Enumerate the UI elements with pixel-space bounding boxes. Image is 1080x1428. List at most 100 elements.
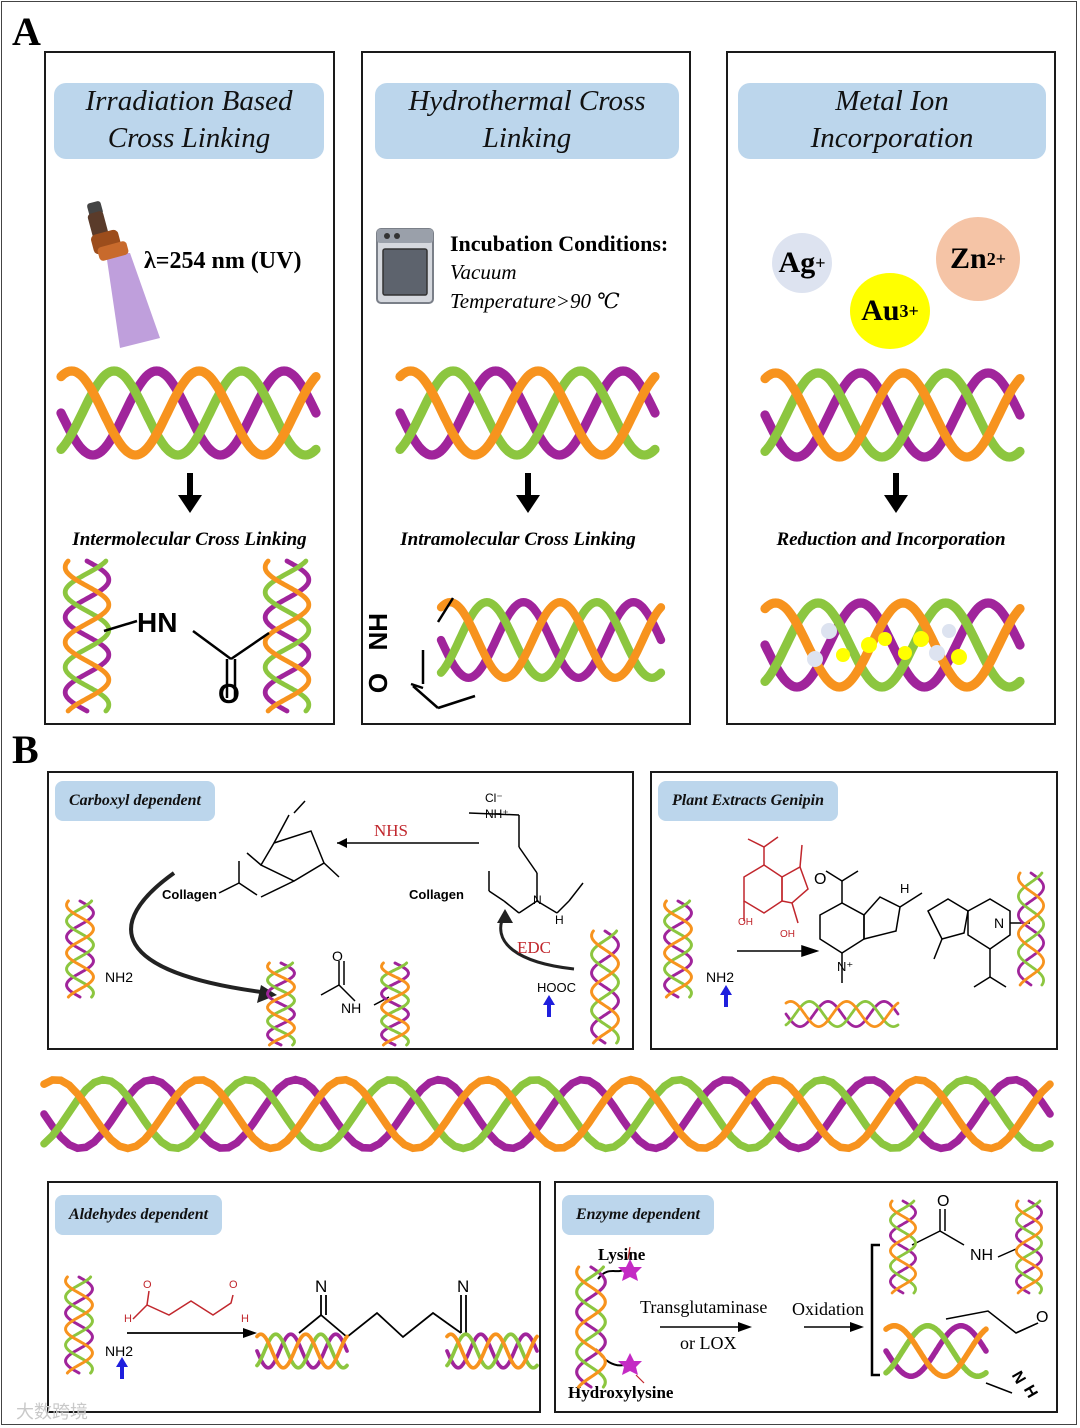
o-label-1: O (143, 1279, 152, 1291)
down-arrow-icon (178, 473, 202, 513)
watermark: 大数跨境 (16, 1402, 88, 1423)
nh-label: NH (970, 1247, 994, 1264)
hn-label: HN (363, 613, 393, 651)
hn-label: HN (137, 607, 178, 638)
helix-strand (889, 1199, 917, 1295)
helix-strand (1015, 1199, 1043, 1295)
helix-strand (266, 961, 296, 1047)
collagen-helix-small (883, 1323, 989, 1379)
hydrothermal-title-line2: Linking (482, 122, 572, 154)
helix-strand (445, 1332, 539, 1370)
helix-strand (64, 1275, 94, 1375)
nh2-label: NH2 (105, 1343, 134, 1359)
helix-strand (575, 1265, 607, 1389)
nh2-label: NH2 (706, 969, 735, 985)
collagen-helix-small (889, 1199, 917, 1295)
au-charge: 3+ (899, 300, 919, 321)
collagen-helix-right (262, 558, 312, 714)
collagen-helix-small (445, 1332, 539, 1370)
helix-strand (663, 899, 693, 999)
helix-strand (62, 558, 112, 714)
genipin-panel: Plant Extracts Genipin (650, 771, 1058, 1050)
oh-label-2: OH (780, 929, 795, 940)
collagen-helix (760, 368, 1025, 462)
uv-lamp-icon (87, 201, 160, 348)
helix-strand (1015, 1199, 1043, 1295)
helix-strand (266, 961, 296, 1047)
helix-strand (889, 1199, 917, 1295)
collagen-helix-small (1017, 871, 1045, 987)
collagen-helix-small (784, 1000, 900, 1028)
helix-strand (255, 1332, 349, 1370)
helix-strand (64, 1275, 94, 1375)
helix-strand (380, 961, 410, 1047)
helix-strand (760, 368, 1025, 462)
helix-strand (62, 558, 112, 714)
carboxyl-panel: Carboxyl dependent (47, 771, 634, 1050)
helix-strand (40, 1075, 1054, 1153)
helix-strand (64, 1275, 94, 1375)
collagen-label-2: Collagen (409, 887, 464, 902)
ag-ion: Ag+ (772, 233, 832, 293)
hydroxylysine-label: Hydroxylysine (568, 1383, 674, 1402)
helix-strand (266, 961, 296, 1047)
incubation-conditions-title: Incubation Conditions: (450, 231, 669, 256)
helix-strand (436, 598, 666, 682)
metal-ion-title-line2: Incorporation (810, 122, 974, 154)
n-label-2: N (457, 1277, 470, 1296)
irradiation-title: Irradiation Based Cross Linking (54, 83, 324, 159)
o-label: O (814, 871, 827, 888)
ammonium-label: NH⁺ (485, 807, 509, 821)
aldehydes-panel: Aldehydes dependent H O O H NH2 N N (47, 1181, 541, 1413)
temperature-label: Temperature>90 ℃ (450, 289, 620, 313)
helix-strand (590, 929, 620, 1045)
helix-strand (883, 1323, 989, 1379)
h-label-1: H (124, 1313, 132, 1325)
collagen-helix (395, 366, 660, 460)
enzyme-panel: Enzyme dependent Lysine Hydroxylysine Tr… (554, 1181, 1058, 1413)
irradiation-panel: Irradiation Based Cross Linking λ=254 nm… (44, 51, 335, 725)
helix-strand (590, 929, 620, 1045)
collagen-helix-left (62, 558, 112, 714)
genipin-tag: Plant Extracts Genipin (658, 781, 839, 821)
helix-strand (262, 558, 312, 714)
edc-label: EDC (517, 938, 551, 957)
hooc-label: HOOC (537, 980, 576, 995)
irradiation-title-line2: Cross Linking (107, 122, 271, 154)
nh-label: NH (341, 1000, 362, 1016)
helix-strand (380, 961, 410, 1047)
helix-strand (56, 366, 321, 460)
collagen-helix (760, 598, 1025, 692)
hydrothermal-panel: Hydrothermal Cross Linking Incubation Co… (361, 51, 691, 725)
collagen-helix-small (64, 1275, 94, 1375)
helix-strand (1015, 1199, 1043, 1295)
o-label-2: O (229, 1279, 238, 1291)
o-label: O (332, 948, 343, 964)
helix-strand (760, 368, 1025, 462)
h-label: H (900, 881, 910, 896)
helix-strand (436, 598, 666, 682)
or-lox-label: or LOX (680, 1333, 737, 1353)
helix-strand (784, 1000, 900, 1028)
intramolecular-bond (410, 597, 476, 710)
helix-strand (889, 1199, 917, 1295)
metal-ion-title-line1: Metal Ion (835, 85, 949, 117)
collagen-helix-small (663, 899, 693, 999)
panel-b-letter: B (12, 727, 39, 772)
collagen-helix-small (590, 929, 620, 1045)
n-plus-label: N⁺ (837, 959, 854, 974)
helix-strand (760, 598, 1025, 692)
helix-strand (65, 899, 95, 999)
intermolecular-label: Intermolecular Cross Linking (72, 529, 307, 550)
o-label-1: O (937, 1193, 950, 1210)
helix-strand (255, 1332, 349, 1370)
metal-ion-title: Metal Ion Incorporation (738, 83, 1046, 159)
reduction-incorporation-label: Reduction and Incorporation (776, 529, 1006, 550)
helix-strand (62, 558, 112, 714)
amide-bond (103, 619, 270, 698)
helix-strand (784, 1000, 900, 1028)
helix-strand (65, 899, 95, 999)
helix-strand (395, 366, 660, 460)
